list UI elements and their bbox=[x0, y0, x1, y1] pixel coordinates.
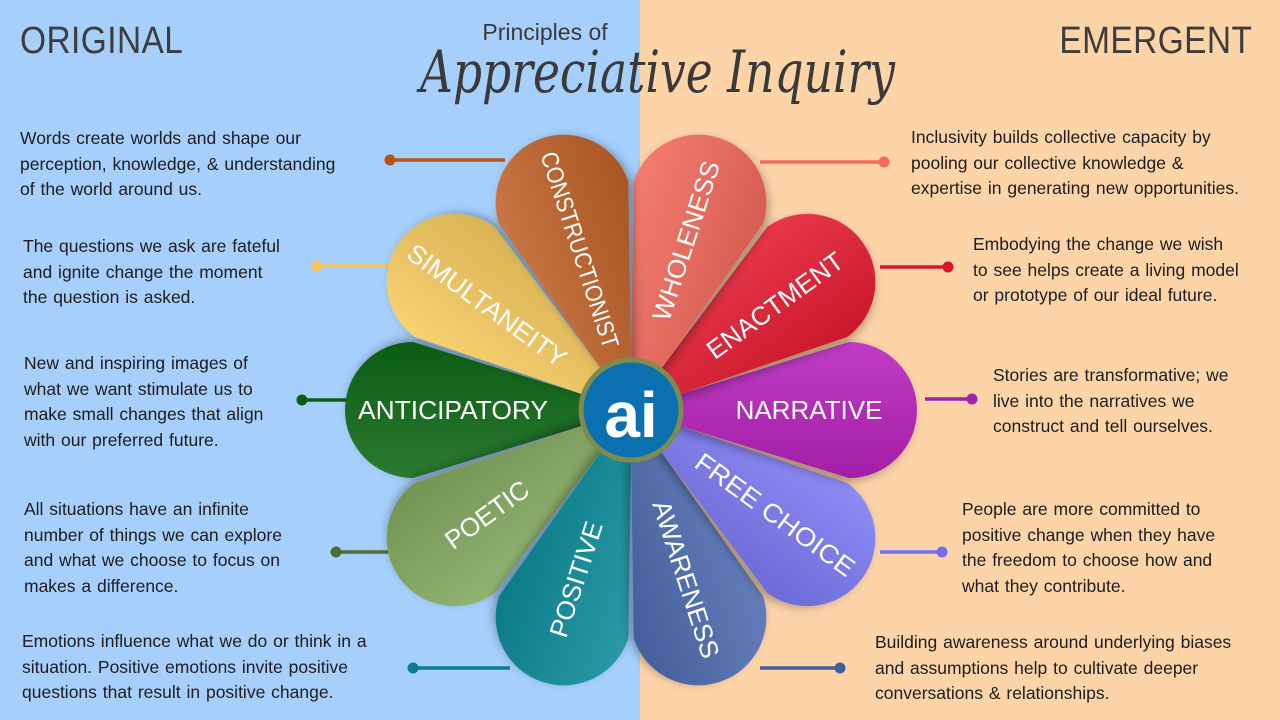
petal-constructionist: CONSTRUCTIONIST bbox=[495, 134, 632, 385]
connector-dot-awareness bbox=[834, 662, 846, 674]
petal-awareness: AWARENESS bbox=[630, 435, 767, 686]
petal-poetic: POETIC bbox=[386, 419, 613, 607]
description-constructionist: Words create worlds and shape our percep… bbox=[20, 128, 336, 199]
emergent-heading: EMERGENT bbox=[1058, 20, 1252, 62]
connector-dot-constructionist bbox=[384, 154, 396, 166]
logo-circle bbox=[578, 357, 684, 463]
petal-shading-narrative bbox=[661, 342, 917, 478]
petal-shading-simultaneity bbox=[386, 213, 613, 401]
description-enactment: Embodying the change we wish to see help… bbox=[973, 234, 1239, 305]
connector-dot-enactment bbox=[942, 261, 954, 273]
petal-shading-poetic bbox=[386, 419, 613, 607]
petal-label-anticipatory: ANTICIPATORY bbox=[358, 395, 548, 425]
description-narrative: Stories are transformative; we live into… bbox=[993, 365, 1229, 436]
connector-dot-positive bbox=[407, 662, 419, 674]
description-simultaneity: The questions we ask are fateful and ign… bbox=[23, 236, 280, 307]
petal-shading-constructionist bbox=[495, 134, 632, 385]
petal-positive: POSITIVE bbox=[495, 435, 632, 686]
connector-dot-wholeness bbox=[878, 156, 890, 168]
connector-dot-anticipatory bbox=[296, 394, 308, 406]
title-prefix: Principles of bbox=[482, 19, 608, 45]
description-wholeness: Inclusivity builds collective capacity b… bbox=[911, 127, 1239, 198]
description-free-choice: People are more committed to positive ch… bbox=[962, 499, 1216, 596]
petal-shading-positive bbox=[495, 435, 632, 686]
connector-dot-narrative bbox=[966, 393, 978, 405]
petal-narrative: NARRATIVE bbox=[661, 342, 917, 478]
petal-label-narrative: NARRATIVE bbox=[736, 395, 883, 425]
connector-dot-simultaneity bbox=[311, 260, 323, 272]
petal-shading-free-choice bbox=[649, 419, 876, 607]
connector-dot-poetic bbox=[330, 546, 342, 558]
center-logo: ai bbox=[578, 357, 684, 463]
description-anticipatory: New and inspiring images of what we want… bbox=[24, 353, 264, 450]
connector-dot-free-choice bbox=[936, 546, 948, 558]
petal-shading-anticipatory bbox=[345, 342, 601, 478]
petal-shading-awareness bbox=[630, 435, 767, 686]
logo-text: ai bbox=[604, 379, 657, 451]
petal-wholeness: WHOLENESS bbox=[630, 134, 767, 385]
petal-shading-wholeness bbox=[630, 134, 767, 385]
description-positive: Emotions influence what we do or think i… bbox=[22, 631, 367, 702]
petal-anticipatory: ANTICIPATORY bbox=[345, 342, 601, 478]
title-main: Appreciative Inquiry bbox=[416, 38, 896, 106]
description-poetic: All situations have an infinite number o… bbox=[24, 499, 282, 596]
description-awareness: Building awareness around underlying bia… bbox=[875, 632, 1232, 703]
petal-shading-enactment bbox=[649, 213, 876, 401]
original-heading: ORIGINAL bbox=[20, 20, 184, 62]
